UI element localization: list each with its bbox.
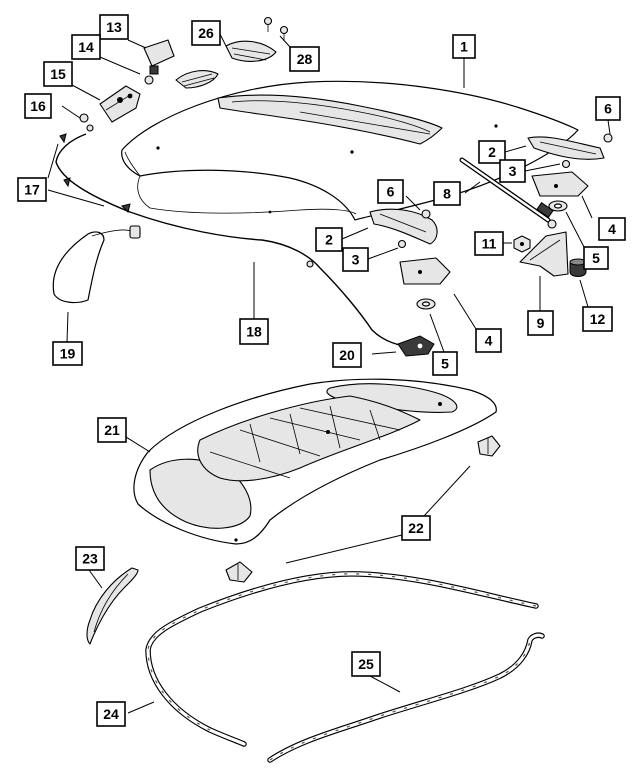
callout-24-label: 24 [103, 706, 119, 722]
hood-latch-bracket [143, 39, 175, 75]
callout-26-label: 26 [198, 25, 214, 41]
hex-nut [513, 235, 531, 253]
callout-23-label: 23 [82, 551, 98, 567]
callout-26: 26 [191, 20, 221, 46]
callout-28-label: 28 [297, 51, 313, 67]
callout-18: 18 [239, 318, 269, 345]
callout-4b-label: 4 [485, 333, 493, 349]
callout-8-label: 8 [443, 186, 451, 202]
hinge-bolt-3a [561, 159, 571, 169]
hood-scoop-grille-left [175, 70, 219, 89]
callout-16-label: 16 [30, 98, 46, 114]
callout-5b: 5 [432, 351, 458, 376]
callout-11: 11 [474, 231, 504, 256]
release-handle-cable [52, 225, 141, 304]
callout-1: 1 [452, 34, 476, 59]
hood-prop-rod [459, 157, 557, 229]
hood-seal-section [86, 567, 139, 645]
callout-14: 14 [71, 34, 101, 60]
callout-3b: 3 [342, 247, 369, 272]
callout-6b-label: 6 [387, 184, 395, 200]
callout-9: 9 [527, 310, 554, 336]
callout-13: 13 [99, 14, 129, 40]
callout-19: 19 [52, 341, 83, 366]
hinge-mount-4b [399, 257, 451, 285]
push-pin-retainer-upper [477, 435, 501, 457]
callout-5a: 5 [583, 246, 609, 270]
callout-4a-label: 4 [608, 221, 616, 237]
hinge-mount-4a [531, 171, 589, 197]
callout-14-label: 14 [78, 39, 94, 55]
callout-2a: 2 [478, 140, 506, 164]
callout-5b-label: 5 [441, 356, 449, 372]
callout-20: 20 [332, 342, 362, 368]
callout-2b-label: 2 [325, 232, 333, 248]
callout-17-label: 17 [24, 182, 40, 198]
callout-2b: 2 [315, 227, 343, 252]
callout-11-label: 11 [482, 236, 497, 252]
callout-18-label: 18 [246, 324, 262, 340]
callout-21-label: 21 [104, 422, 120, 438]
washer-5a [548, 200, 568, 212]
callout-1-label: 1 [460, 39, 468, 55]
callout-16: 16 [24, 93, 52, 119]
callout-5a-label: 5 [592, 250, 600, 266]
callout-20-label: 20 [339, 347, 355, 363]
callout-6a-label: 6 [604, 101, 612, 117]
callout-6a: 6 [595, 96, 621, 121]
washer-5b [416, 298, 436, 310]
callout-12: 12 [582, 306, 613, 332]
callout-8: 8 [433, 181, 461, 206]
callout-28: 28 [289, 46, 320, 72]
push-pin-retainer-lower [225, 561, 253, 583]
hood-hinge-left [99, 85, 141, 123]
callout-22: 22 [401, 515, 431, 541]
hood-insulator [133, 378, 497, 545]
callout-25: 25 [351, 651, 381, 677]
prop-rod-bracket [519, 231, 569, 277]
hood-seal-right [267, 632, 545, 763]
hinge-nut-6b [421, 209, 431, 219]
callout-9-label: 9 [537, 315, 545, 331]
callout-3b-label: 3 [352, 252, 360, 268]
hood-latch [397, 335, 435, 357]
hood-latch-bolt [144, 75, 154, 85]
callout-21: 21 [97, 417, 127, 443]
callout-3a-label: 3 [509, 163, 517, 179]
hood-panel [121, 80, 579, 221]
leader-lines [47, 33, 611, 714]
fastener-bolt [79, 113, 94, 132]
cable-clips [59, 133, 131, 213]
callout-24: 24 [96, 701, 126, 727]
callout-15-label: 15 [50, 66, 66, 82]
callout-3a: 3 [499, 159, 526, 183]
callout-6b: 6 [377, 179, 404, 204]
callout-12-label: 12 [590, 311, 606, 327]
callout-25-label: 25 [358, 656, 374, 672]
hood-hinge-left-lower [369, 208, 438, 245]
callout-4a: 4 [598, 217, 626, 241]
hinge-bolt-3b [397, 239, 407, 249]
callout-15: 15 [43, 61, 73, 87]
hood-seal-left [145, 571, 539, 747]
callout-23: 23 [75, 546, 105, 571]
hood-scoop-grille-right [225, 40, 277, 62]
hood-bumper [569, 258, 587, 277]
screws [263, 16, 289, 41]
hood-hinge-front-right [527, 136, 605, 160]
callout-13-label: 13 [106, 19, 122, 35]
callout-17: 17 [17, 177, 47, 202]
hinge-nut-6a [603, 133, 613, 143]
callout-19-label: 19 [60, 346, 76, 362]
hood-release-cable [55, 133, 405, 347]
callout-2a-label: 2 [488, 144, 496, 160]
callout-22-label: 22 [408, 520, 424, 536]
callout-4b: 4 [475, 328, 502, 353]
